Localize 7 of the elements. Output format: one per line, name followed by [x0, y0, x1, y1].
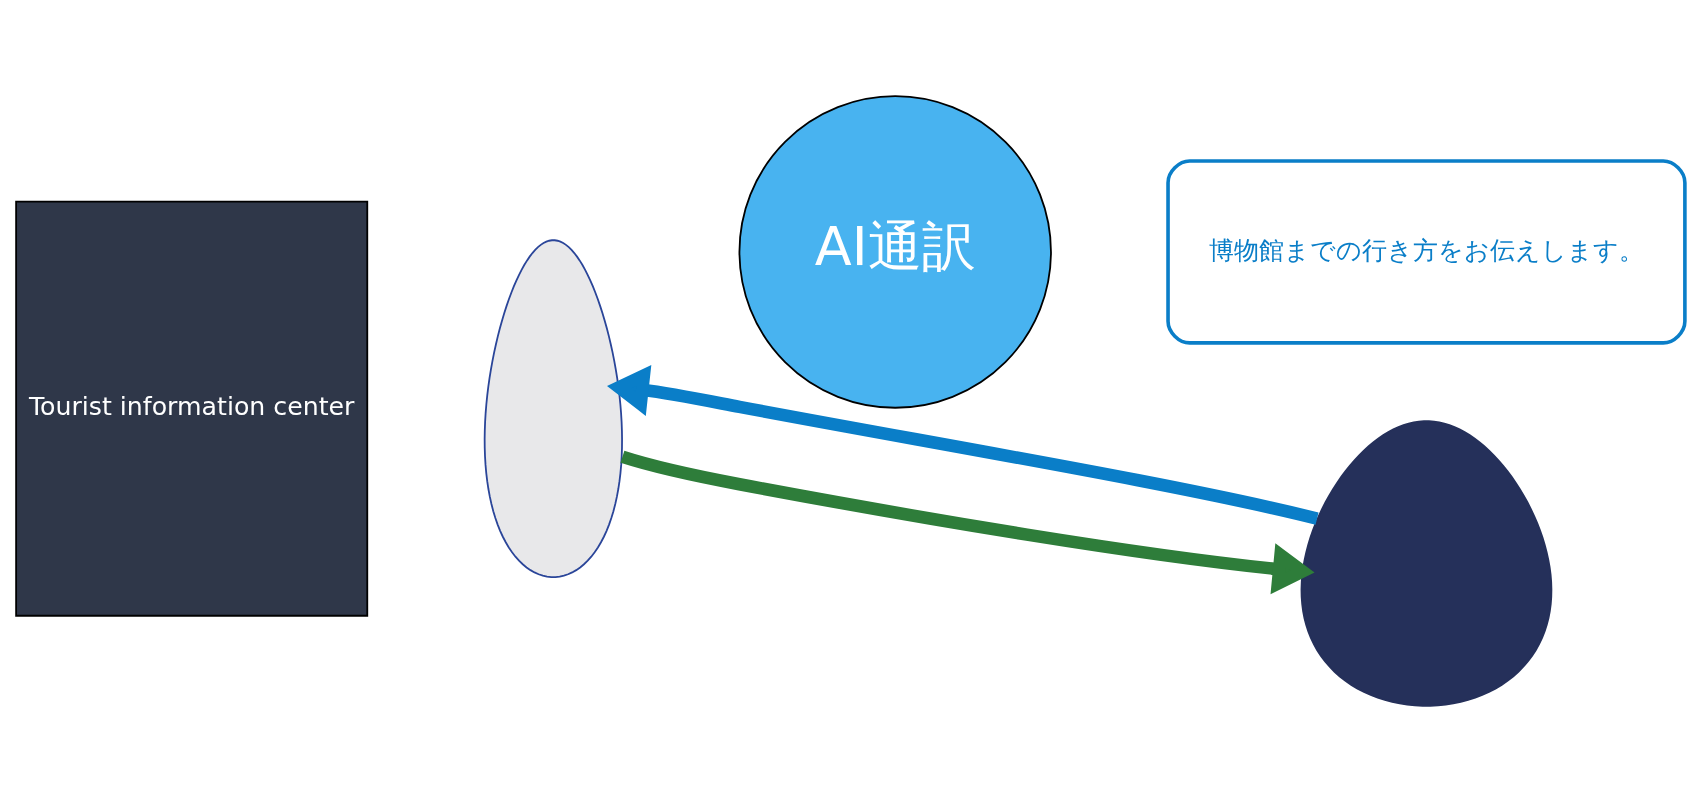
node-circle: AI通訳	[738, 94, 1052, 409]
node-person	[483, 238, 623, 578]
node-box: 博物館までの行き方をお伝えします。	[1166, 158, 1687, 345]
arrow	[620, 450, 1315, 594]
arrow	[607, 364, 1319, 525]
node-person	[1300, 419, 1553, 707]
node-box: Tourist information center	[15, 200, 369, 617]
